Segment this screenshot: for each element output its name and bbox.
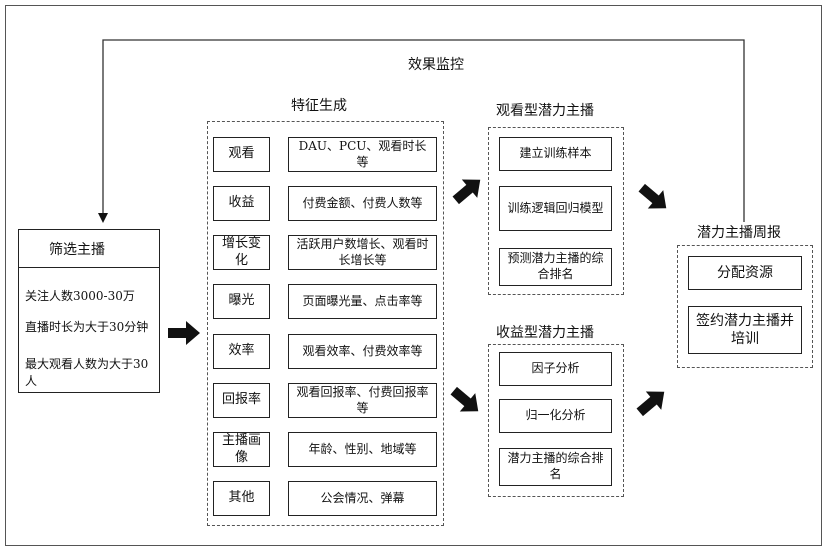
feature-category-other: 其他: [213, 481, 270, 516]
revenue-step-composite-rank: 潜力主播的综合排名: [499, 448, 612, 486]
feature-category-revenue: 收益: [213, 186, 270, 221]
screen-anchors-panel: 筛选主播 关注人数3000-30万 直播时长为大于30分钟 最大观看人数为大于3…: [18, 229, 160, 393]
feedback-loop-line: [98, 39, 745, 223]
arrow-revenue-to-weekly: [636, 391, 665, 417]
weekly-report-group: [677, 245, 813, 368]
feature-category-efficiency: 效率: [213, 334, 270, 369]
arrow-features-to-watch: [452, 179, 481, 205]
revenue-group-title: 收益型潜力主播: [496, 325, 594, 341]
feature-detail-growth: 活跃用户数增长、观看时长增长等: [288, 235, 437, 270]
watch-group-title: 观看型潜力主播: [496, 103, 594, 119]
feature-detail-return-rate: 观看回报率、付费回报率等: [288, 383, 437, 418]
watch-step-train-model: 训练逻辑回归模型: [499, 186, 612, 231]
feature-detail-efficiency: 观看效率、付费效率等: [288, 334, 437, 369]
watch-step-predict-rank: 预测潜力主播的综合排名: [499, 248, 612, 286]
feature-detail-profile: 年龄、性别、地域等: [288, 432, 437, 467]
revenue-step-factor-analysis: 因子分析: [499, 352, 612, 386]
diagram-frame: [5, 5, 822, 546]
criterion-followers: 关注人数3000-30万: [25, 289, 135, 303]
monitor-label: 效果监控: [408, 57, 464, 73]
revenue-group: [488, 344, 624, 497]
feature-generation-title: 特征生成: [291, 98, 347, 114]
feature-detail-watch: DAU、PCU、观看时长等: [288, 137, 437, 172]
arrow-watch-to-weekly: [638, 183, 667, 209]
feature-detail-exposure: 页面曝光量、点击率等: [288, 284, 437, 319]
feature-category-return-rate: 回报率: [213, 383, 270, 418]
watch-step-build-sample: 建立训练样本: [499, 137, 612, 171]
arrow-screen-to-features: [168, 321, 200, 345]
feature-category-growth: 增长变化: [213, 235, 270, 270]
feature-generation-group: [207, 121, 444, 526]
criterion-max-viewers: 最大观看人数为大于30人: [25, 357, 149, 388]
screen-anchors-title: 筛选主播: [19, 230, 159, 268]
feature-detail-revenue: 付费金额、付费人数等: [288, 186, 437, 221]
feature-category-exposure: 曝光: [213, 284, 270, 319]
weekly-report-title: 潜力主播周报: [697, 225, 781, 241]
feature-category-profile: 主播画像: [213, 432, 270, 467]
criterion-stream-duration: 直播时长为大于30分钟: [25, 320, 149, 334]
arrow-features-to-revenue: [450, 386, 479, 412]
revenue-step-normalization: 归一化分析: [499, 399, 612, 433]
feature-detail-other: 公会情况、弹幕: [288, 481, 437, 516]
weekly-item-allocate-resources: 分配资源: [688, 256, 802, 290]
weekly-item-sign-and-train: 签约潜力主播并培训: [688, 306, 802, 354]
watch-group: [488, 127, 624, 295]
feature-category-watch: 观看: [213, 137, 270, 172]
